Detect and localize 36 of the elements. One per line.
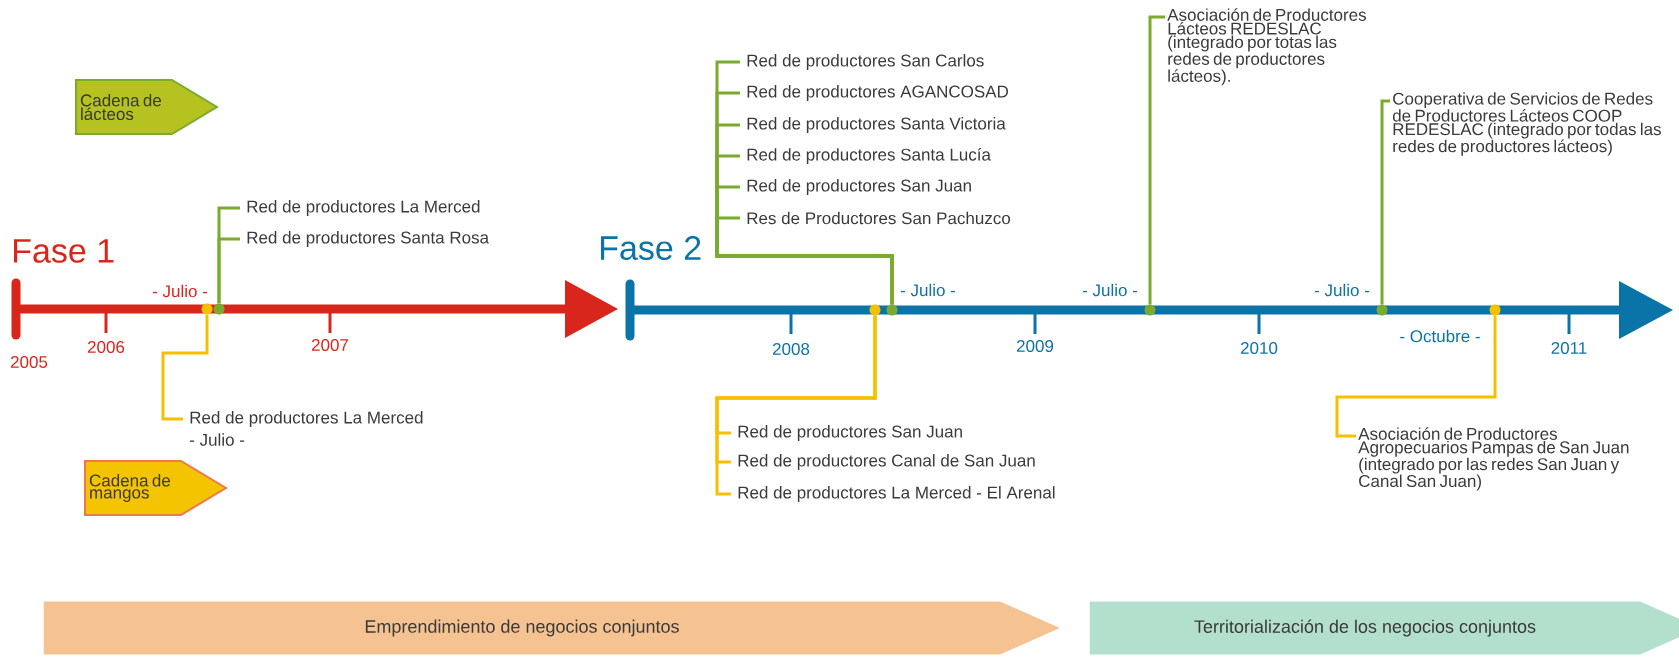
leader-line (161, 314, 209, 421)
event-label: Red de productores Canal de San Juan (738, 454, 1035, 470)
phase-title: Fase 2 (601, 235, 701, 261)
event-label: Red de productores San Juan (738, 425, 962, 441)
event-label: Asociación de Productores Agropecuarios Pampas de San Juan (integrado por las redes San Juan y Canal San Juan) (1358, 427, 1629, 491)
leader-line (715, 315, 877, 496)
date-label: - Julio - (189, 433, 245, 446)
year-label: 2010 (1240, 342, 1278, 355)
event-label: Red de productores La Merced (190, 411, 423, 427)
event-label: Red de productores Santa Rosa (247, 231, 490, 247)
event-label: Red de productores Santa Victoria (747, 117, 1006, 133)
leader-line (217, 237, 240, 304)
event-label: Red de productores San Carlos (747, 54, 984, 70)
leader-line (1148, 15, 1165, 305)
event-label: Asociación de Productores Lácteos REDESLAC (integrado por totas las redes de productores lácteos). (1167, 8, 1366, 86)
event-label: Red de productores La Merced (247, 200, 480, 216)
month-label: - Octubre - (1400, 329, 1480, 343)
month-label: - Julio - (152, 284, 208, 298)
year-label: 2007 (311, 339, 349, 352)
year-label: 2005 (10, 356, 48, 369)
event-label: Red de productores La Merced - El Arenal (738, 486, 1055, 502)
leader-line (715, 216, 894, 305)
year-label: 2008 (772, 343, 810, 356)
leader-line (1335, 315, 1497, 438)
chain-tag: Cadena de lácteos (75, 79, 219, 135)
month-label: - Julio - (900, 283, 956, 297)
year-label: 2006 (87, 341, 125, 354)
phase-title: Fase 1 (14, 239, 114, 263)
event-label: Red de productores AGANCOSAD (747, 85, 1009, 101)
chain-tag: Cadena de mangos (84, 460, 228, 516)
event-label: Red de productores Santa Lucía (747, 148, 991, 165)
event-label: Cooperativa de Servicios de Redes de Productores Lácteos COOP REDESLAC (integrado por todas las redes de productores lácteos) (1392, 92, 1661, 156)
event-label: Red de productores San Juan (747, 179, 971, 195)
leader-line (1380, 99, 1390, 305)
year-label: 2009 (1016, 340, 1054, 353)
event-label: Res de Productores San Pachuzco (747, 211, 1011, 225)
